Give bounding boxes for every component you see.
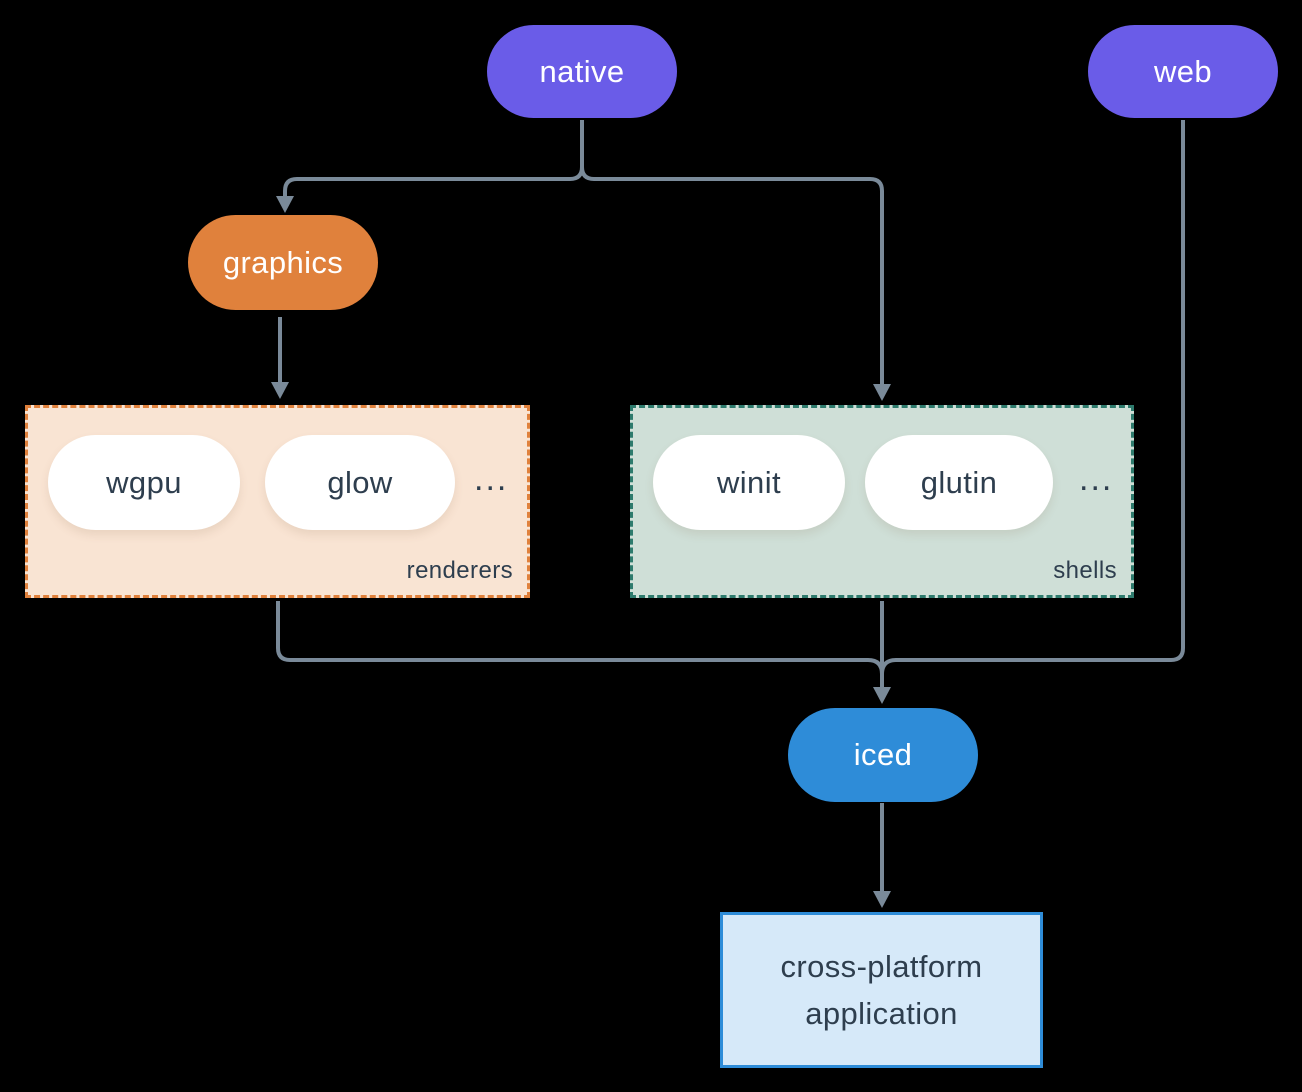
node-wgpu: wgpu bbox=[48, 435, 240, 530]
edge-renderers-to-merge bbox=[276, 601, 884, 675]
node-application-label: cross-platform application bbox=[780, 949, 983, 1031]
arrowhead-shells bbox=[873, 384, 891, 401]
renderers-group-label: renderers bbox=[406, 557, 513, 584]
arrowhead-graphics bbox=[276, 196, 294, 213]
edge-native-to-shells bbox=[580, 120, 884, 385]
group-renderers: wgpu glow ... renderers bbox=[25, 405, 530, 598]
node-winit-label: winit bbox=[716, 464, 781, 500]
renderers-ellipsis: ... bbox=[474, 460, 509, 498]
edge-native-to-graphics bbox=[283, 120, 584, 197]
node-iced-label: iced bbox=[853, 737, 913, 772]
node-cross-platform-application: cross-platform application bbox=[720, 912, 1043, 1068]
arrowhead-application bbox=[873, 891, 891, 908]
arrowhead-iced bbox=[873, 687, 891, 704]
node-graphics-label: graphics bbox=[222, 244, 344, 280]
node-web: web bbox=[1088, 25, 1278, 118]
node-native-label: native bbox=[539, 53, 625, 89]
node-graphics: graphics bbox=[188, 215, 378, 310]
group-shells: winit glutin ... shells bbox=[630, 405, 1134, 598]
node-glutin-label: glutin bbox=[920, 464, 998, 500]
node-iced: iced bbox=[788, 708, 978, 802]
node-glow: glow bbox=[265, 435, 455, 530]
arrowhead-renderers bbox=[271, 382, 289, 399]
node-glow-label: glow bbox=[327, 464, 393, 500]
shells-group-label: shells bbox=[1053, 557, 1117, 584]
node-native: native bbox=[487, 25, 677, 118]
node-web-label: web bbox=[1153, 53, 1213, 89]
shells-ellipsis: ... bbox=[1079, 460, 1114, 498]
node-wgpu-label: wgpu bbox=[106, 464, 182, 500]
node-glutin: glutin bbox=[865, 435, 1053, 530]
node-winit: winit bbox=[653, 435, 845, 530]
